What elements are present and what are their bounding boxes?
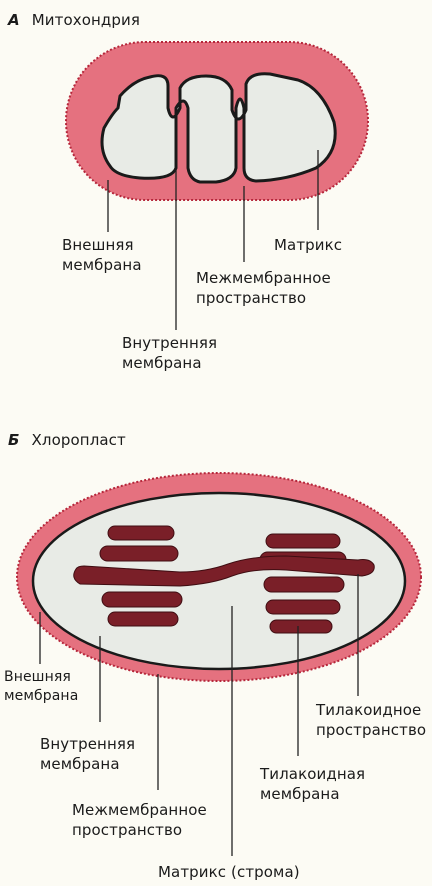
thylakoid-disc [266, 534, 340, 548]
chloro-letter: Б [8, 431, 20, 449]
mito-header: А Митохондрия [8, 10, 140, 30]
chloro-thylakoid-membrane-label: Тилакоидная мембрана [260, 764, 365, 804]
mito-intermembrane-line2: пространство [196, 288, 331, 308]
mito-intermembrane-line1: Межмембранное [196, 268, 331, 288]
chloro-header: Б Хлоропласт [8, 430, 126, 450]
mito-inner-membrane-label: Внутренняя мембрана [122, 333, 217, 373]
thylakoid-disc [100, 546, 178, 561]
thylakoid-disc [108, 526, 174, 540]
mito-outer-membrane-label: Внешняя мембрана [62, 235, 142, 275]
chloro-thylakoid-membrane-line2: мембрана [260, 784, 365, 804]
mito-matrix-text: Матрикс [274, 235, 342, 255]
chloro-inner-membrane-label: Внутренняя мембрана [40, 734, 135, 774]
chloro-intermembrane-line1: Межмембранное [72, 800, 207, 820]
mito-outer-membrane-line1: Внешняя [62, 235, 142, 255]
chloro-inner-membrane-line1: Внутренняя [40, 734, 135, 754]
chloro-thylakoid-space-line2: пространство [316, 720, 426, 740]
chloro-matrix-text: Матрикс (строма) [158, 862, 300, 882]
mito-inner-membrane-cristae [102, 74, 335, 182]
chloro-matrix-label: Матрикс (строма) [158, 862, 300, 882]
mito-inner-membrane-line2: мембрана [122, 353, 217, 373]
chloro-inner-membrane-line2: мембрана [40, 754, 135, 774]
thylakoid-disc [108, 612, 178, 626]
chloro-thylakoid-space-line1: Тилакоидное [316, 700, 426, 720]
mito-intermembrane-label: Межмембранное пространство [196, 268, 331, 308]
mito-letter: А [8, 11, 20, 29]
thylakoid-disc [264, 577, 344, 592]
chloro-outer-membrane-label: Внешняя мембрана [4, 668, 78, 706]
chloro-thylakoid-membrane-line1: Тилакоидная [260, 764, 365, 784]
chloro-outer-membrane-line1: Внешняя [4, 668, 78, 687]
mito-inner-membrane-line1: Внутренняя [122, 333, 217, 353]
chloro-intermembrane-line2: пространство [72, 820, 207, 840]
chloro-thylakoid-space-label: Тилакоидное пространство [316, 700, 426, 740]
mito-outer-membrane-line2: мембрана [62, 255, 142, 275]
thylakoid-disc [270, 620, 332, 633]
thylakoid-disc [266, 600, 340, 614]
mito-title: Митохондрия [32, 11, 140, 29]
thylakoid-disc [102, 592, 182, 607]
mito-matrix-label: Матрикс [274, 235, 342, 255]
chloro-intermembrane-label: Межмембранное пространство [72, 800, 207, 840]
chloro-title: Хлоропласт [32, 431, 126, 449]
chloro-outer-membrane-line2: мембрана [4, 687, 78, 706]
